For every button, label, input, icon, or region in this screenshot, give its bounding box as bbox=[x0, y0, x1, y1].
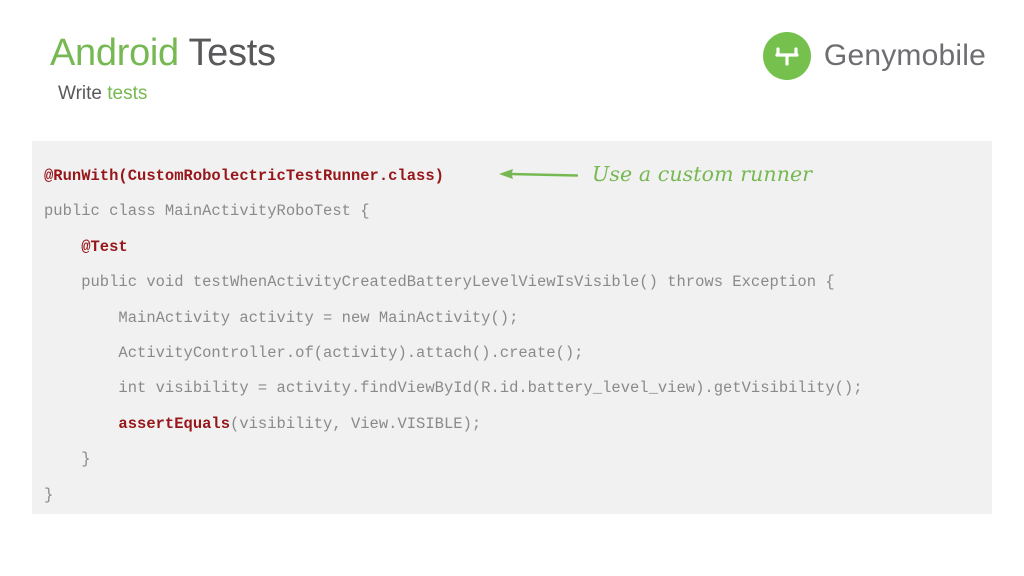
code-token: public void testWhenActivityCreatedBatte… bbox=[44, 273, 835, 292]
page-subtitle-rest: Write bbox=[58, 83, 102, 104]
code-token: public class MainActivityRoboTest { bbox=[44, 202, 370, 221]
code-line: public class MainActivityRoboTest { bbox=[32, 194, 992, 229]
annotation-label: Use a custom runner bbox=[592, 162, 813, 186]
brand-logo: Genymobile bbox=[762, 32, 986, 80]
slide-header: Android Tests Write tests Genymobile bbox=[0, 0, 1024, 130]
brand-name: Genymobile bbox=[823, 39, 986, 72]
code-line: ActivityController.of(activity).attach()… bbox=[32, 336, 992, 371]
genymobile-logo-icon bbox=[762, 32, 811, 80]
page-title: Android Tests bbox=[50, 30, 276, 76]
code-token-annotation: assertEquals bbox=[44, 414, 231, 433]
code-line: } bbox=[32, 478, 992, 513]
code-token: int visibility = activity.findViewById(R… bbox=[44, 379, 863, 398]
code-token: } bbox=[44, 485, 54, 504]
code-line: public void testWhenActivityCreatedBatte… bbox=[32, 265, 992, 300]
page-title-accent: Android bbox=[50, 32, 179, 74]
code-line: @RunWith(CustomRobolectricTestRunner.cla… bbox=[32, 159, 992, 194]
code-line: assertEquals(visibility, View.VISIBLE); bbox=[32, 407, 992, 442]
code-token-annotation: @Test bbox=[44, 237, 128, 256]
arrow-left-icon bbox=[499, 169, 578, 179]
code-line: } bbox=[32, 442, 992, 477]
code-token: ActivityController.of(activity).attach()… bbox=[44, 343, 584, 362]
code-token: MainActivity activity = new MainActivity… bbox=[44, 308, 519, 327]
page-subtitle-accent: tests bbox=[107, 83, 148, 104]
code-line: int visibility = activity.findViewById(R… bbox=[32, 371, 992, 406]
page-title-rest: Tests bbox=[188, 32, 276, 74]
code-token: } bbox=[44, 450, 91, 469]
code-block: @RunWith(CustomRobolectricTestRunner.cla… bbox=[32, 141, 992, 514]
code-line: @Test bbox=[32, 230, 992, 265]
code-token-annotation: @RunWith(CustomRobolectricTestRunner.cla… bbox=[44, 167, 444, 185]
code-token: (visibility, View.VISIBLE); bbox=[230, 414, 482, 433]
annotation-callout: Use a custom runner bbox=[498, 157, 812, 191]
page-subtitle: Write tests bbox=[58, 82, 147, 106]
code-line: MainActivity activity = new MainActivity… bbox=[32, 301, 992, 336]
